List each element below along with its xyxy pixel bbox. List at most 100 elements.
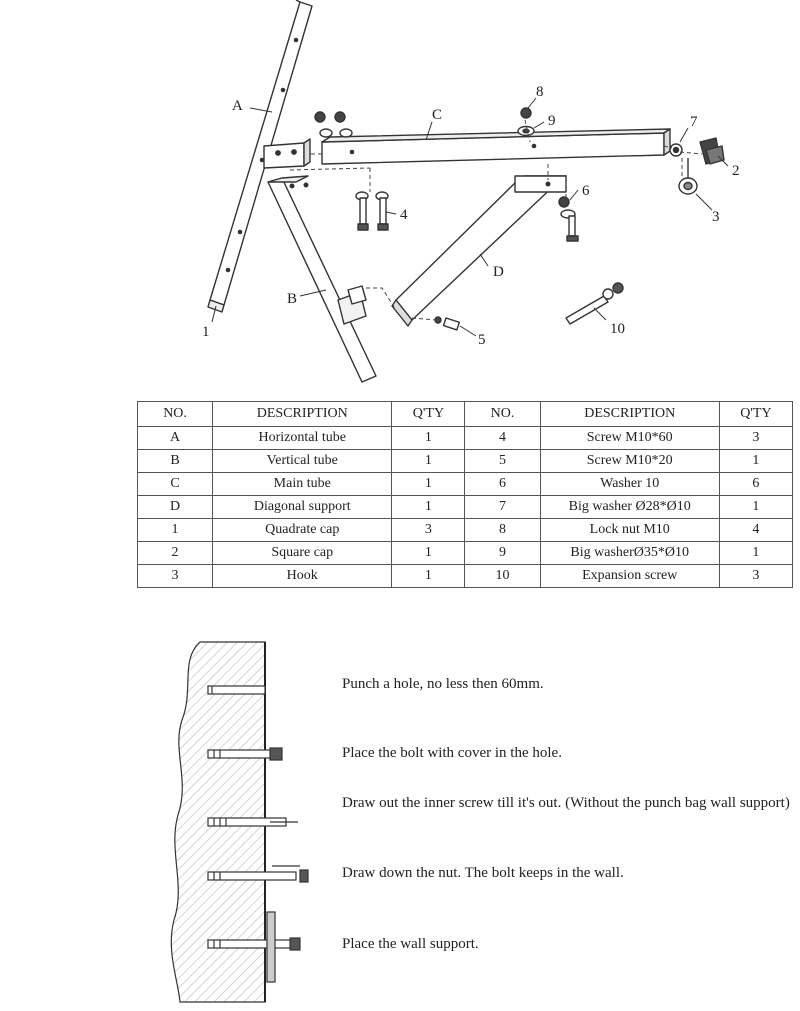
- table-cell: 1: [391, 449, 466, 473]
- table-cell: C: [136, 472, 214, 496]
- table-cell: Washer 10: [539, 472, 720, 496]
- horizontal-tube-a: [207, 0, 313, 313]
- table-cell: Expansion screw: [539, 564, 720, 588]
- table-cell: 8: [464, 518, 541, 542]
- table-cell: 3: [391, 518, 466, 542]
- header-no: NO.: [136, 401, 214, 427]
- table-cell: Quadrate cap: [212, 518, 393, 542]
- table-cell: 7: [464, 495, 541, 519]
- header-description: DESCRIPTION: [539, 401, 720, 427]
- lock-nut-8-big-washer-9: [517, 107, 535, 137]
- table-cell: 2: [136, 541, 214, 565]
- table-header-row: NO. DESCRIPTION Q'TY NO. DESCRIPTION Q'T…: [136, 401, 794, 427]
- table-cell: Screw M10*20: [539, 449, 720, 473]
- table-row: A Horizontal tube 1 4 Screw M10*60 3: [136, 426, 794, 450]
- header-no: NO.: [464, 401, 541, 427]
- leader-lines: [211, 97, 729, 337]
- table-cell: 6: [718, 472, 794, 496]
- callout-4: 4: [400, 207, 408, 223]
- step-4-text: Draw down the nut. The bolt keeps in the…: [342, 865, 624, 881]
- step-5-wall-support: [207, 911, 301, 983]
- table-cell: 1: [136, 518, 214, 542]
- step-5-text: Place the wall support.: [342, 936, 479, 952]
- junction-bracket: [263, 138, 311, 169]
- parts-table: NO. DESCRIPTION Q'TY NO. DESCRIPTION Q'T…: [136, 401, 794, 588]
- table-cell: B: [136, 449, 214, 473]
- table-cell: Big washer Ø28*Ø10: [539, 495, 720, 519]
- table-cell: 9: [464, 541, 541, 565]
- table-cell: Lock nut M10: [539, 518, 720, 542]
- table-row: 3 Hook 1 10 Expansion screw 3: [136, 564, 794, 588]
- table-row: D Diagonal support 1 7 Big washer Ø28*Ø1…: [136, 495, 794, 519]
- washer-and-screw-6: [558, 196, 579, 242]
- table-cell: 1: [391, 564, 466, 588]
- table-cell: Square cap: [212, 541, 393, 565]
- table-cell: 1: [718, 541, 794, 565]
- vertical-tube-b: [267, 175, 377, 383]
- nuts-and-washers-left: [314, 111, 353, 138]
- step-2-text: Place the bolt with cover in the hole.: [342, 745, 562, 761]
- table-cell: Diagonal support: [212, 495, 393, 519]
- table-cell: Screw M10*60: [539, 426, 720, 450]
- exploded-assembly-diagram: A B C D 1 2 3 4 5 6 7 8 9 10: [202, 0, 740, 383]
- callout-b: B: [287, 291, 297, 307]
- table-row: 2 Square cap 1 9 Big washerØ35*Ø10 1: [136, 541, 794, 565]
- diagonal-support-d: [391, 175, 567, 327]
- callout-3: 3: [712, 209, 720, 225]
- callout-6: 6: [582, 183, 590, 199]
- callout-1: 1: [202, 324, 210, 340]
- screw-5: [434, 316, 461, 331]
- callout-7: 7: [690, 114, 698, 130]
- square-cap-2: [699, 137, 725, 165]
- wall-installation-illustration: [170, 641, 309, 1003]
- callout-2: 2: [732, 163, 740, 179]
- table-cell: 3: [718, 564, 794, 588]
- callout-a: A: [232, 98, 243, 114]
- callout-labels: A B C D 1 2 3 4 5 6 7 8 9 10: [202, 84, 740, 348]
- callout-c: C: [432, 107, 442, 123]
- step-1-hole: [207, 685, 266, 695]
- table-cell: 1: [391, 426, 466, 450]
- callout-5: 5: [478, 332, 486, 348]
- callout-d: D: [493, 264, 504, 280]
- callout-8: 8: [536, 84, 544, 100]
- table-cell: Horizontal tube: [212, 426, 393, 450]
- step-1-text: Punch a hole, no less then 60mm.: [342, 676, 544, 692]
- table-cell: 3: [718, 426, 794, 450]
- header-qty: Q'TY: [391, 401, 466, 427]
- callout-9: 9: [548, 113, 556, 129]
- table-cell: Big washerØ35*Ø10: [539, 541, 720, 565]
- step-4-nut: [207, 865, 309, 883]
- table-row: B Vertical tube 1 5 Screw M10*20 1: [136, 449, 794, 473]
- table-cell: 4: [464, 426, 541, 450]
- header-description: DESCRIPTION: [212, 401, 393, 427]
- table-cell: D: [136, 495, 214, 519]
- table-cell: 1: [391, 495, 466, 519]
- table-cell: 5: [464, 449, 541, 473]
- table-cell: 1: [391, 541, 466, 565]
- table-cell: Main tube: [212, 472, 393, 496]
- table-cell: 1: [718, 449, 794, 473]
- table-cell: Vertical tube: [212, 449, 393, 473]
- table-cell: 10: [464, 564, 541, 588]
- table-cell: 4: [718, 518, 794, 542]
- table-cell: 1: [718, 495, 794, 519]
- table-row: 1 Quadrate cap 3 8 Lock nut M10 4: [136, 518, 794, 542]
- screws-4: [355, 191, 389, 231]
- table-cell: 3: [136, 564, 214, 588]
- table-row: C Main tube 1 6 Washer 10 6: [136, 472, 794, 496]
- table-cell: Hook: [212, 564, 393, 588]
- step-3-screw-out: [207, 817, 298, 827]
- step-3-text: Draw out the inner screw till it's out. …: [342, 795, 790, 811]
- step-2-bolt: [207, 747, 283, 761]
- callout-10: 10: [610, 321, 625, 337]
- big-washer-7: [669, 143, 683, 157]
- expansion-screw-10: [565, 282, 624, 325]
- header-qty: Q'TY: [718, 401, 794, 427]
- table-cell: 6: [464, 472, 541, 496]
- assembly-guide-lines: [289, 119, 703, 321]
- main-tube-c: [321, 128, 671, 165]
- hook-3: [678, 158, 698, 195]
- table-cell: A: [136, 426, 214, 450]
